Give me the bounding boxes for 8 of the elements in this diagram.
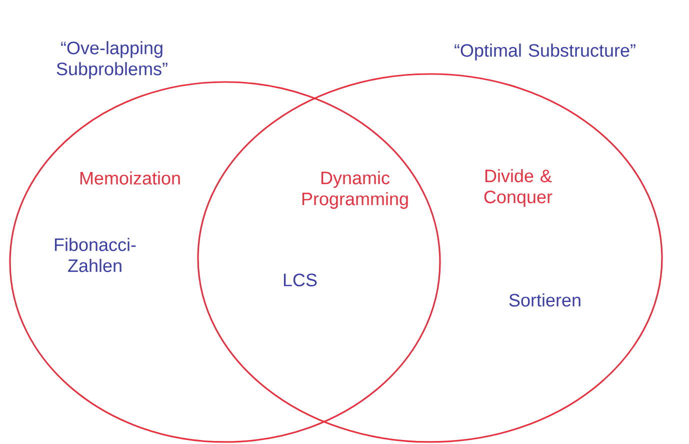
example-label: Fibonacci-Zahlen xyxy=(54,238,136,272)
example-label: Sortieren xyxy=(509,293,580,307)
heading: “Optimal Substructure” xyxy=(454,44,636,60)
technique-label: Memoization xyxy=(80,171,180,185)
technique-label: Dynamic Programming xyxy=(302,171,408,209)
technique-label: Divide & Conquer xyxy=(484,169,552,207)
heading: “Ove-lapping Subproblems” xyxy=(56,41,168,79)
example-label: LCS xyxy=(284,274,317,286)
